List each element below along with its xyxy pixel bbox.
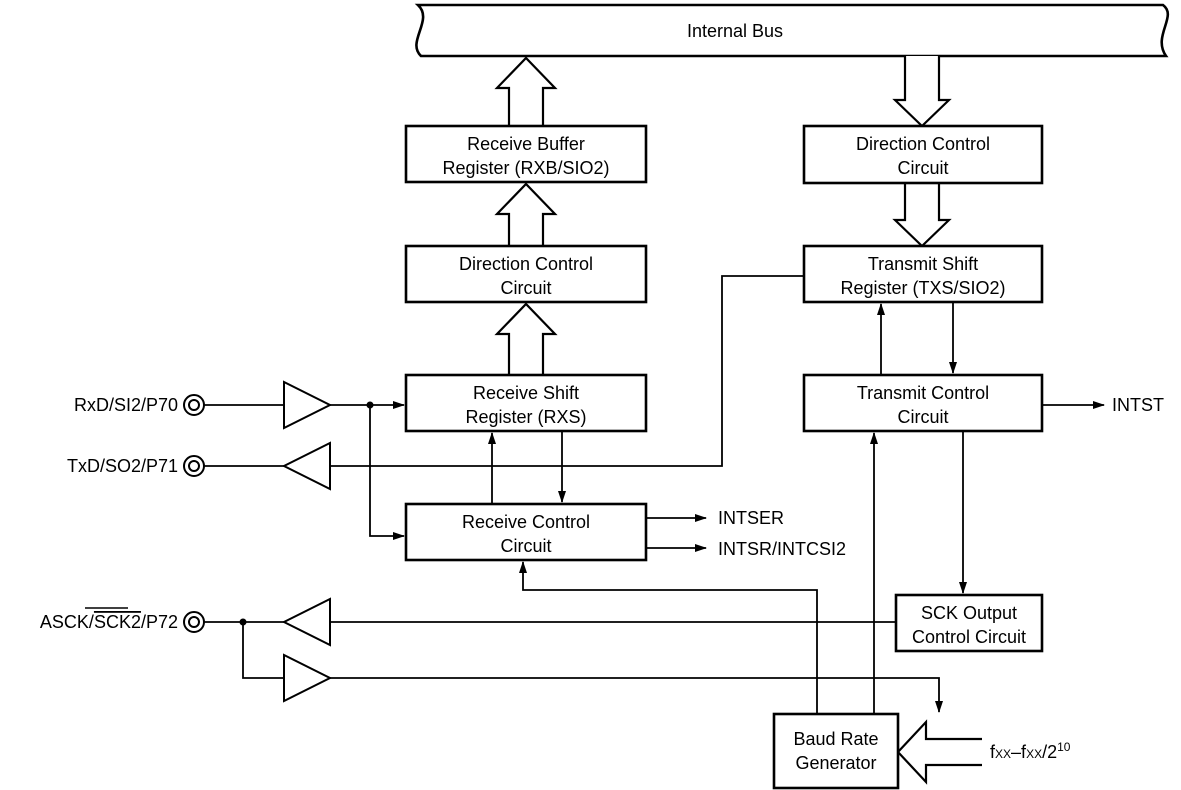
arrow-rxs-to-dir-rx	[494, 302, 558, 375]
rxs-label-2: Register (RXS)	[465, 407, 586, 427]
rxd-pin-label: RxD/SI2/P70	[74, 395, 178, 415]
txd-output-buffer	[281, 441, 331, 491]
txs-label-1: Transmit Shift	[868, 254, 978, 274]
txd-pin-label: TxD/SO2/P71	[67, 456, 178, 476]
bus-arrow-up-from-rxb	[494, 56, 558, 126]
baud-rate-generator-block: Baud Rate Generator	[772, 712, 900, 790]
arrow-dir-tx-to-txs	[892, 183, 952, 248]
bus-arrow-down-to-dir-tx	[892, 56, 952, 128]
sck-output-control-block: SCK Output Control Circuit	[894, 593, 1044, 653]
sck-out-label-2: Control Circuit	[912, 627, 1026, 647]
intsr-intcsi2-label: INTSR/INTCSI2	[718, 539, 846, 559]
tx-direction-control-block: Direction Control Circuit	[802, 124, 1044, 185]
rxs-label-1: Receive Shift	[473, 383, 579, 403]
txs-label-2: Register (TXS/SIO2)	[840, 278, 1005, 298]
sck-out-label-1: SCK Output	[921, 603, 1017, 623]
receive-control-block: Receive Control Circuit	[404, 502, 648, 562]
internal-bus: Internal Bus	[414, 3, 1170, 58]
wiring	[204, 275, 1105, 714]
rxd-input-buffer	[283, 380, 333, 430]
brg-label-2: Generator	[795, 753, 876, 773]
tx-ctrl-label-1: Transmit Control	[857, 383, 989, 403]
rx-ctrl-label-2: Circuit	[500, 536, 551, 556]
intst-label: INTST	[1112, 395, 1164, 415]
receive-shift-register-block: Receive Shift Register (RXS)	[404, 373, 648, 433]
internal-bus-label: Internal Bus	[687, 21, 783, 41]
clock-source-label: fXX–fXX/210	[990, 740, 1071, 762]
arrow-dir-rx-to-rxb	[494, 182, 558, 246]
rxd-pin-terminal	[183, 394, 205, 416]
rxb-label-1: Receive Buffer	[467, 134, 585, 154]
asck-pin-label: ASCK/SCK2/P72	[40, 612, 178, 632]
asck-pin-terminal	[183, 611, 205, 633]
dir-rx-label-1: Direction Control	[459, 254, 593, 274]
receive-buffer-register-block: Receive Buffer Register (RXB/SIO2)	[404, 124, 648, 184]
rx-ctrl-label-1: Receive Control	[462, 512, 590, 532]
dir-tx-label-2: Circuit	[897, 158, 948, 178]
transmit-shift-register-block: Transmit Shift Register (TXS/SIO2)	[802, 244, 1044, 304]
brg-label-1: Baud Rate	[793, 729, 878, 749]
intser-label: INTSER	[718, 508, 784, 528]
transmit-control-block: Transmit Control Circuit	[802, 373, 1044, 433]
txd-pin-terminal	[183, 455, 205, 477]
arrow-clock-input-to-brg	[896, 719, 982, 785]
dir-tx-label-1: Direction Control	[856, 134, 990, 154]
rx-direction-control-block: Direction Control Circuit	[404, 244, 648, 304]
asck-output-buffer	[281, 597, 331, 647]
dir-rx-label-2: Circuit	[500, 278, 551, 298]
rxb-label-2: Register (RXB/SIO2)	[442, 158, 609, 178]
asck-input-buffer	[283, 653, 333, 703]
tx-ctrl-label-2: Circuit	[897, 407, 948, 427]
